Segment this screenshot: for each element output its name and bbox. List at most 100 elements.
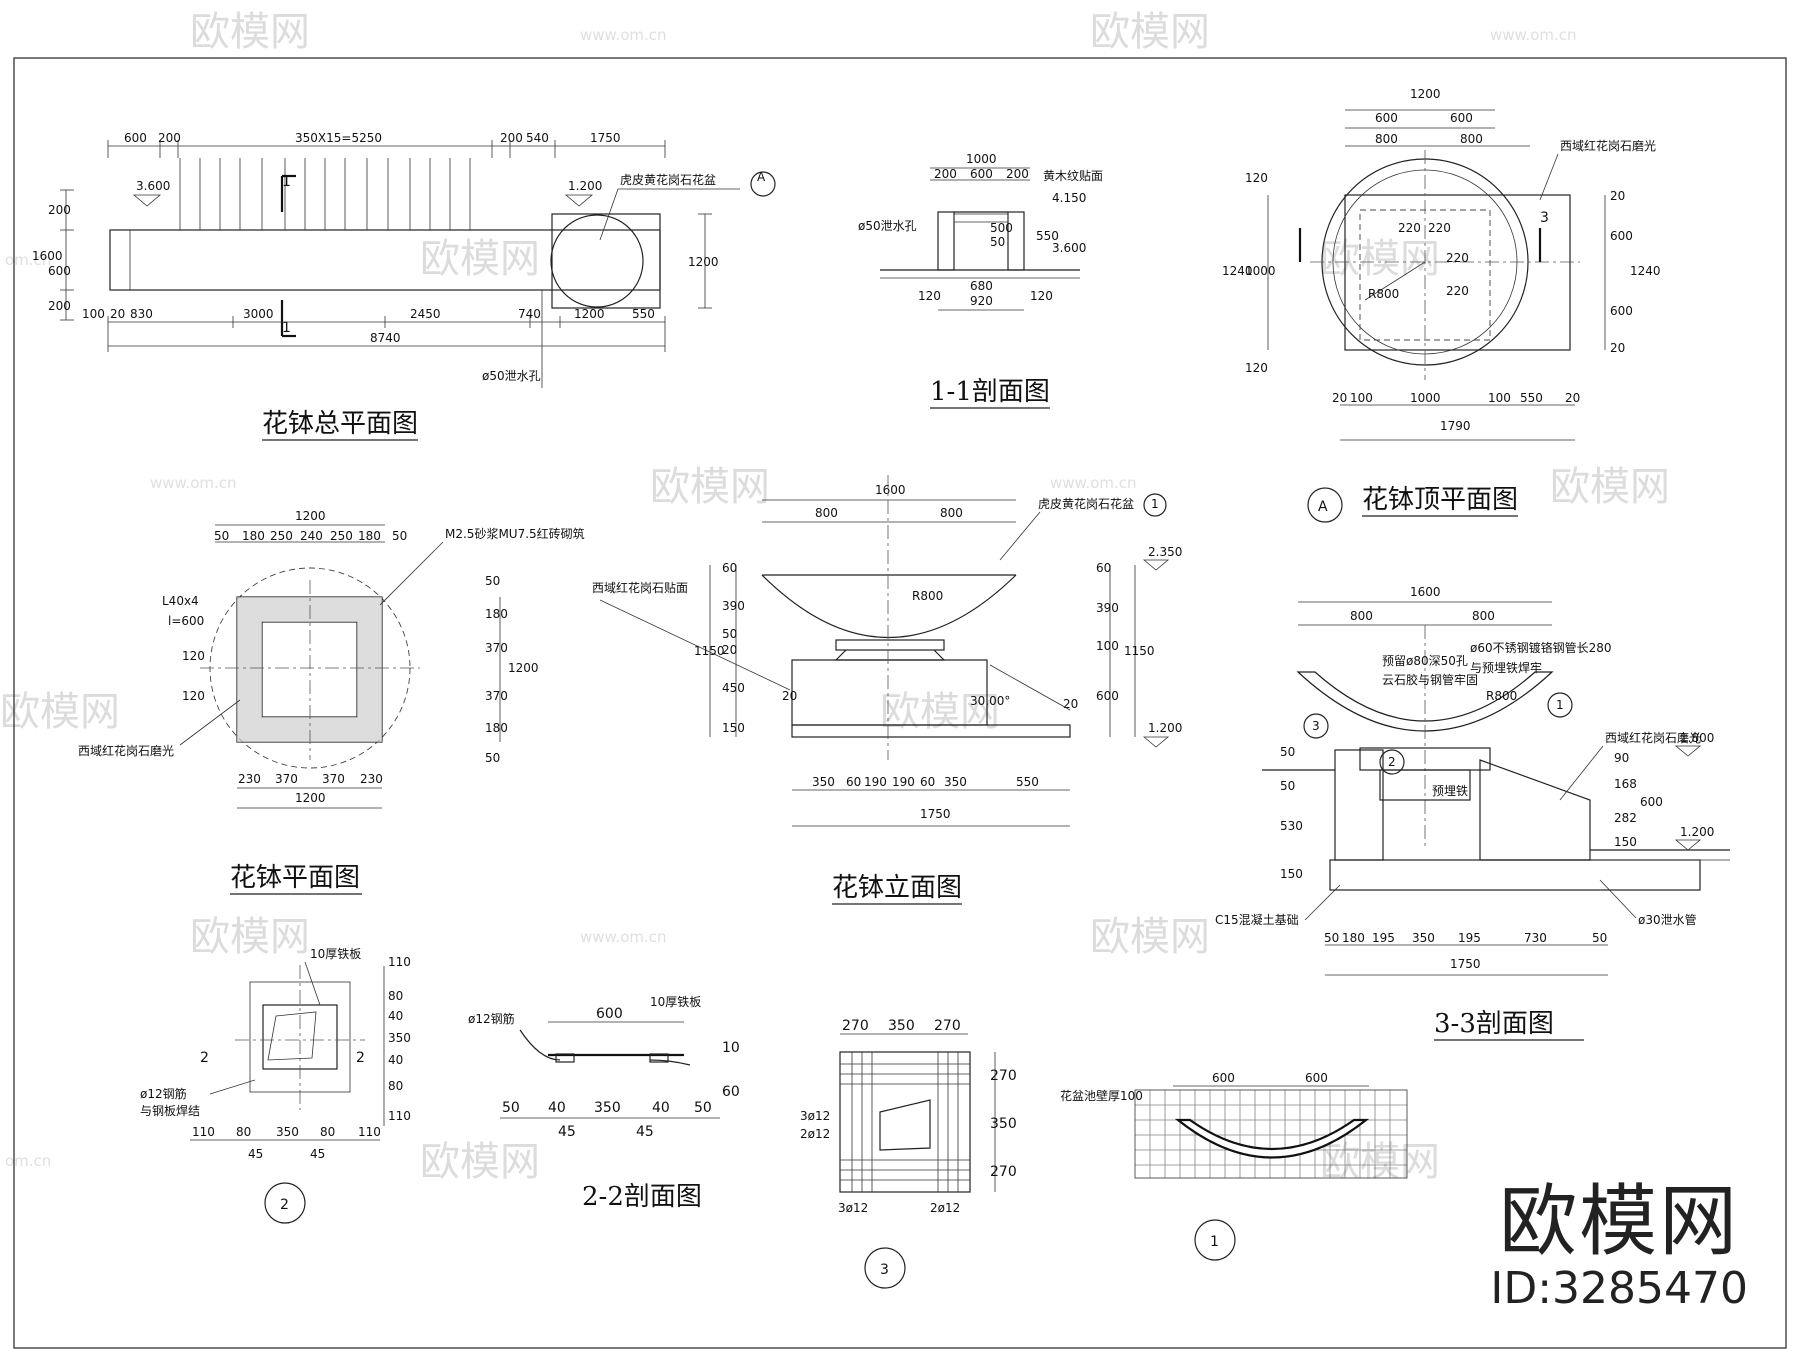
bp-dim-right-1: 50 xyxy=(485,574,500,588)
section-11: 1000 200 600 200 黄木纹贴面 4.150 3.600 500 5… xyxy=(858,152,1103,409)
bowl-circle-plan xyxy=(550,214,644,308)
d2-bottom-4: 80 xyxy=(320,1125,335,1139)
bowl-plan: 1200 50 180 250 240 250 180 50 M2.5砂浆MU7… xyxy=(78,509,585,895)
el-dim-total: 1600 xyxy=(875,483,906,497)
d3-grid-frame xyxy=(839,1051,971,1193)
dim-right: 1200 xyxy=(688,255,719,269)
s33-bottom-7: 50 xyxy=(1592,931,1607,945)
sec11-dim-mid-1: 500 xyxy=(990,221,1013,235)
d1-mesh xyxy=(1135,1090,1407,1178)
bp-dim-top-5: 250 xyxy=(330,529,353,543)
bp-dim-bottom-4: 230 xyxy=(360,772,383,786)
top-left-4: 120 xyxy=(1245,361,1268,375)
d1-mesh-frame xyxy=(1134,1089,1408,1179)
elev-a: 3.600 xyxy=(136,179,170,193)
sec11-dim-bottom-4: 120 xyxy=(1030,289,1053,303)
el-right-2: 390 xyxy=(1096,601,1119,615)
top-right-3: 1240 xyxy=(1630,264,1661,278)
planter-strip xyxy=(109,229,661,291)
d3-rebar-3: 3ø12 xyxy=(838,1201,868,1215)
top-dim-3: 600 xyxy=(1450,111,1473,125)
el-left-5: 450 xyxy=(722,681,745,695)
s33-ref-1: 1 xyxy=(1556,698,1564,712)
s33-note-pipe2: 与预埋铁焊牢 xyxy=(1470,660,1542,675)
el-bottom-2: 60 xyxy=(846,775,861,789)
d2-section-mark-l: 2 xyxy=(200,1050,209,1066)
s33-ref-2: 2 xyxy=(1388,755,1396,769)
detail-1: 600 600 花盆池壁厚100 1 xyxy=(1060,1071,1408,1261)
ref-a: A xyxy=(757,170,766,184)
watermark-brand: 欧模网 xyxy=(1320,236,1440,282)
bp-inner xyxy=(261,621,358,718)
watermark-brand: 欧模网 xyxy=(1320,1139,1440,1185)
s33-dim-top-2: 800 xyxy=(1472,609,1495,623)
el-right-total: 1150 xyxy=(1124,644,1155,658)
title-elevation: 花钵立面图 xyxy=(832,873,962,903)
sec11-dim-bottom-2: 120 xyxy=(918,289,941,303)
watermark-layer: 欧模网 欧模网 www.om.cn www.om.cn 欧模网 欧模网 om.c… xyxy=(0,9,1670,1185)
s33-bottom-2: 180 xyxy=(1342,931,1365,945)
sec11-elev-2: 3.600 xyxy=(1052,241,1086,255)
d2-right-6: 80 xyxy=(388,1079,403,1093)
sec11-dim-bottom-1: 680 xyxy=(970,279,993,293)
bp-dim-left-1: 120 xyxy=(182,649,205,663)
bp-note-angle-len: l=600 xyxy=(168,614,204,628)
s33-ref-3: 3 xyxy=(1312,719,1320,733)
d3-ref-circle xyxy=(864,1247,906,1289)
el-right-4: 600 xyxy=(1096,689,1119,703)
watermark-url: om.cn xyxy=(5,1152,51,1170)
d1-top-1: 600 xyxy=(1212,1071,1235,1085)
d3-top-1: 270 xyxy=(842,1018,869,1034)
dim-bottom-6: 740 xyxy=(518,307,541,321)
dim-top-3: 350X15=5250 xyxy=(295,131,382,145)
el-left-2: 390 xyxy=(722,599,745,613)
stair-treads xyxy=(179,158,471,230)
el-left-total: 1150 xyxy=(694,644,725,658)
ref-circle-a xyxy=(750,171,776,197)
d2-bottom-5: 110 xyxy=(358,1125,381,1139)
top-inner-1: 220 xyxy=(1398,221,1421,235)
s33-left-2: 50 xyxy=(1280,779,1295,793)
sec11-elev-1: 4.150 xyxy=(1052,191,1086,205)
note-drain: ø50泄水孔 xyxy=(482,369,541,383)
s33-note-stone: 西域红花岗石磨光 xyxy=(1605,730,1701,745)
el-bottom-5: 60 xyxy=(920,775,935,789)
d2-bottom-3: 350 xyxy=(276,1125,299,1139)
s33-dim-total: 1600 xyxy=(1410,585,1441,599)
top-bottom-3: 1000 xyxy=(1410,391,1441,405)
dim-top-2: 200 xyxy=(158,131,181,145)
bp-note-stone: 西域红花岗石磨光 xyxy=(78,743,174,758)
sec11-note-drain: ø50泄水孔 xyxy=(858,219,917,233)
el-bottom-6: 350 xyxy=(944,775,967,789)
el-bottom-7: 550 xyxy=(1016,775,1039,789)
s33-radius: R800 xyxy=(1486,689,1517,703)
s33-foundation xyxy=(1329,859,1701,891)
top-bottom-2: 100 xyxy=(1350,391,1373,405)
top-right-4: 600 xyxy=(1610,304,1633,318)
detail-2: 10厚铁板 2 2 ø12钢筋 与钢板焊结 110 80 40 350 40 8… xyxy=(140,947,411,1224)
d1-bowl-shell xyxy=(1174,1118,1370,1159)
top-dim-1: 1200 xyxy=(1410,87,1441,101)
s33-note-drain: ø30泄水管 xyxy=(1638,912,1697,927)
el-ref: 1 xyxy=(1151,497,1159,511)
watermark-brand: 欧模网 xyxy=(1090,9,1210,55)
title-section-33: 3-3剖面图 xyxy=(1434,1009,1554,1039)
brand-mark: 欧模网 ID:3285470 xyxy=(1490,1179,1748,1313)
top-dim-5: 800 xyxy=(1460,132,1483,146)
title-section-11: 1-1剖面图 xyxy=(930,377,1050,407)
s22-note-plate: 10厚铁板 xyxy=(650,995,701,1009)
el-small-1: 20 xyxy=(782,689,797,703)
s33-ref-circle-3 xyxy=(1303,713,1329,739)
d3-ref: 3 xyxy=(880,1262,889,1278)
top-dim-4: 800 xyxy=(1375,132,1398,146)
s33-left-3: 530 xyxy=(1280,819,1303,833)
d1-note: 花盆池壁厚100 xyxy=(1060,1088,1143,1103)
s33-bottom-4: 350 xyxy=(1412,931,1435,945)
top-inner-2: 220 xyxy=(1428,221,1451,235)
watermark-brand: 欧模网 xyxy=(420,236,540,282)
watermark-url: www.om.cn xyxy=(1050,474,1137,492)
el-note-bowl: 虎皮黄花岗石花盆 xyxy=(1038,496,1134,511)
dim-left-3: 600 xyxy=(48,264,71,278)
d3-rebar-1: 3ø12 xyxy=(800,1109,830,1123)
